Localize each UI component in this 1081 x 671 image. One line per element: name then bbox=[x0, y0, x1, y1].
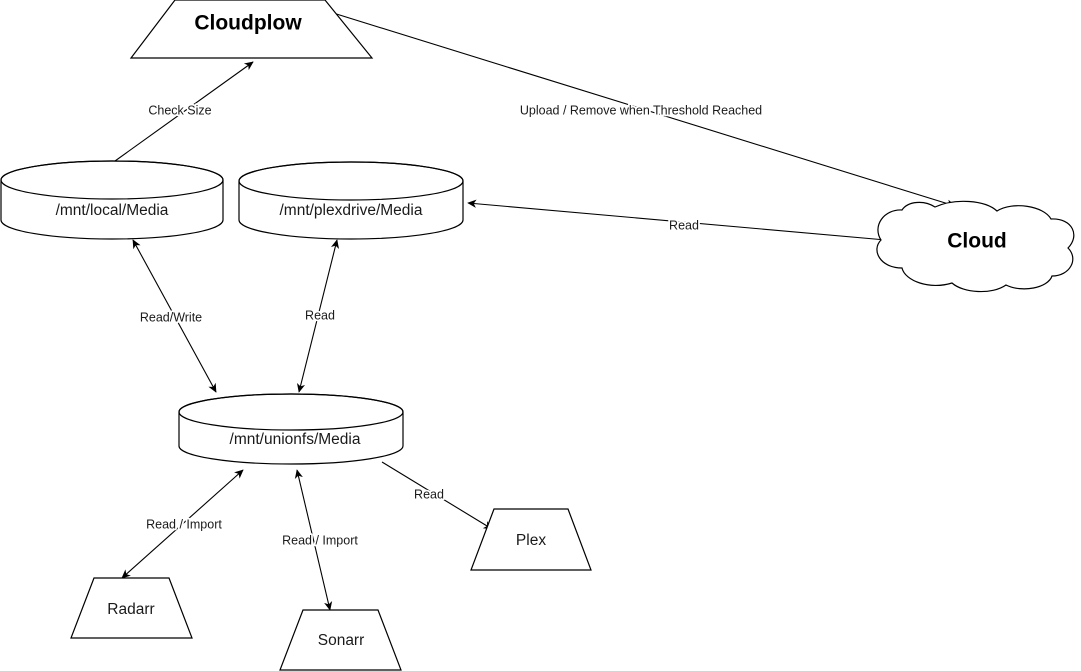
edge-local-readwrite: Read/Write bbox=[132, 239, 217, 393]
edge-radarr-import-label: Read / Import bbox=[146, 517, 222, 531]
node-unionfs[interactable]: /mnt/unionfs/Media bbox=[178, 393, 404, 465]
plex-shape[interactable] bbox=[470, 508, 592, 571]
local-cylinder-body[interactable] bbox=[0, 160, 224, 240]
edge-plex-read-label: Read bbox=[414, 487, 444, 501]
edge-plex-read: Read bbox=[381, 461, 493, 530]
cloudplow-label: Cloudplow bbox=[194, 12, 302, 35]
edge-plexdrive-read: Read bbox=[296, 239, 340, 393]
unionfs-label: /mnt/unionfs/Media bbox=[230, 431, 361, 448]
edge-sonarr-import-line bbox=[294, 469, 333, 611]
local-cylinder-top bbox=[0, 160, 224, 200]
node-cloud[interactable]: Cloud bbox=[876, 200, 1075, 293]
edge-plex-read-line bbox=[381, 461, 493, 530]
edge-check-size-line bbox=[107, 61, 254, 167]
sonarr-label: Sonarr bbox=[318, 632, 365, 649]
edge-radarr-import: Read / Import bbox=[121, 469, 244, 579]
edge-cloud-read-line bbox=[467, 199, 932, 245]
radarr-label: Radarr bbox=[107, 601, 154, 618]
plexdrive-cylinder-top bbox=[238, 161, 464, 201]
node-sonarr[interactable]: Sonarr bbox=[279, 609, 402, 671]
node-radarr[interactable]: Radarr bbox=[70, 577, 193, 639]
node-plex[interactable]: Plex bbox=[470, 508, 592, 571]
cloud-shape[interactable] bbox=[876, 200, 1075, 293]
radarr-shape[interactable] bbox=[70, 577, 193, 639]
edge-upload-remove-label: Upload / Remove when Threshold Reached bbox=[520, 103, 762, 117]
local-label: /mnt/local/Media bbox=[56, 202, 169, 219]
node-plexdrive[interactable]: /mnt/plexdrive/Media bbox=[238, 161, 464, 240]
edge-upload-remove: Upload / Remove when Threshold Reached bbox=[329, 11, 956, 208]
edge-local-readwrite-line bbox=[132, 239, 217, 393]
edge-local-readwrite-label: Read/Write bbox=[140, 310, 202, 324]
node-local[interactable]: /mnt/local/Media bbox=[0, 160, 224, 240]
edge-cloud-read: Read bbox=[467, 199, 932, 245]
cloudplow-shape[interactable] bbox=[129, 0, 374, 59]
plex-label: Plex bbox=[516, 532, 546, 549]
edge-plexdrive-read-label: Read bbox=[305, 308, 335, 322]
edge-cloud-read-label: Read bbox=[669, 218, 699, 232]
edge-radarr-import-line bbox=[121, 469, 244, 579]
sonarr-shape[interactable] bbox=[279, 609, 402, 671]
plexdrive-label: /mnt/plexdrive/Media bbox=[279, 202, 422, 219]
edge-sonarr-import: Read / Import bbox=[280, 469, 360, 611]
unionfs-cylinder-body[interactable] bbox=[178, 393, 404, 465]
edge-check-size-label: Check Size bbox=[148, 103, 211, 117]
cloud-label: Cloud bbox=[947, 230, 1006, 253]
edge-upload-remove-line bbox=[329, 11, 956, 208]
edge-check-size: Check Size bbox=[107, 61, 254, 167]
unionfs-cylinder-top bbox=[178, 393, 404, 431]
edge-sonarr-import-label: Read / Import bbox=[282, 533, 358, 547]
edge-plexdrive-read-line bbox=[296, 239, 340, 393]
node-cloudplow[interactable]: Cloudplow bbox=[129, 0, 374, 59]
